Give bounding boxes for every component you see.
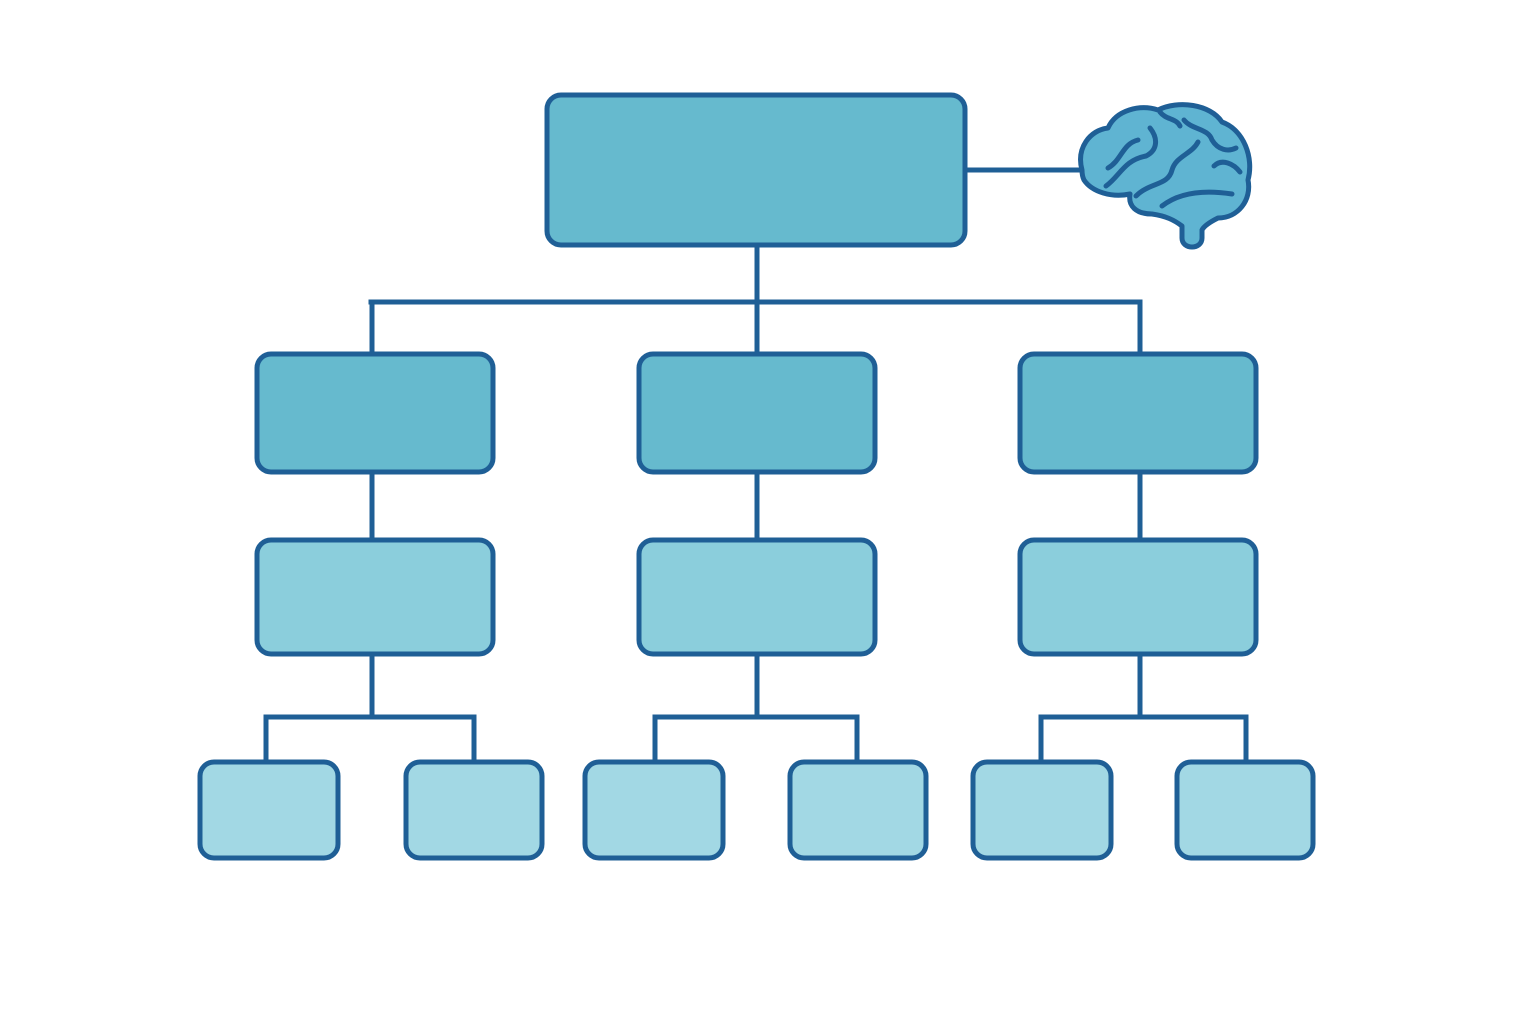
level2-node-right (1017, 537, 1259, 657)
leaf-node-left-2 (403, 759, 545, 861)
level2-node-center-box (636, 537, 878, 657)
brain-icon (1078, 102, 1253, 250)
diagram-nodes (197, 92, 1316, 861)
level2-node-center (636, 537, 878, 657)
level2-node-left-box (254, 537, 496, 657)
leaf-node-right-1 (970, 759, 1114, 861)
level1-node-right (1017, 351, 1259, 475)
leaf-node-right-1-box (970, 759, 1114, 861)
leaf-node-right-2-box (1174, 759, 1316, 861)
level1-node-right-box (1017, 351, 1259, 475)
brain-folds (1103, 109, 1243, 209)
level2-node-right-box (1017, 537, 1259, 657)
leaf-node-left-1-box (197, 759, 341, 861)
connector-lines (263, 167, 1249, 765)
leaf-node-left-1 (197, 759, 341, 861)
leaf-node-right-2 (1174, 759, 1316, 861)
leaf-node-center-2-box (787, 759, 929, 861)
brain-outline (1078, 102, 1253, 250)
leaf-node-center-1 (582, 759, 726, 861)
leaf-node-center-1-box (582, 759, 726, 861)
leaf-node-left-2-box (403, 759, 545, 861)
root-node-box (544, 92, 968, 248)
level2-node-left (254, 537, 496, 657)
level1-node-left-box (254, 351, 496, 475)
leaf-node-center-2 (787, 759, 929, 861)
root-node (544, 92, 968, 248)
level1-node-center-box (636, 351, 878, 475)
level1-node-left (254, 351, 496, 475)
level1-node-center (636, 351, 878, 475)
